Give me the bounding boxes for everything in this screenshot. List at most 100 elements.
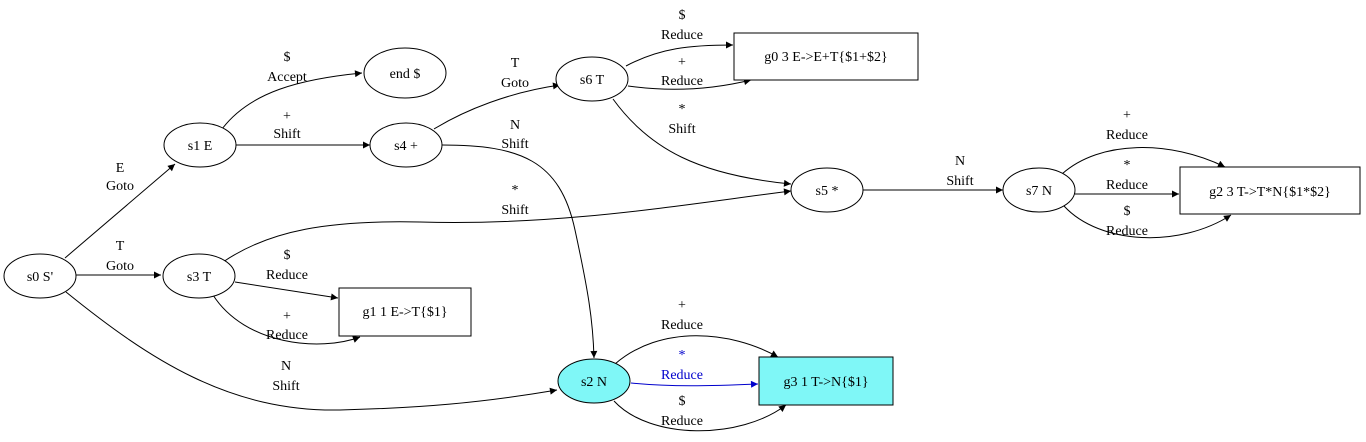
edge-action: Reduce xyxy=(661,368,703,383)
node-s6: s6 T xyxy=(555,56,629,102)
edge-action: Reduce xyxy=(661,318,703,333)
edge-s5-s7: N Shift xyxy=(863,154,1003,194)
edge-action: Shift xyxy=(501,137,528,152)
edge-s7-g2-plus: + Reduce xyxy=(1061,108,1226,175)
edge-label-s6-g0-dollar: $ Reduce xyxy=(661,8,703,43)
edge-symbol: * xyxy=(679,102,686,117)
edge-label-s1-s4: + Shift xyxy=(273,109,300,142)
edge-action: Goto xyxy=(106,259,134,274)
node-s1: s1 E xyxy=(163,122,237,168)
edge-action: Reduce xyxy=(661,28,703,43)
edge-action: Reduce xyxy=(266,328,308,343)
edge-label-s2-g3-star: * Reduce xyxy=(661,348,703,383)
edge-s3-g1-plus: + Reduce xyxy=(212,294,361,345)
edge-action: Reduce xyxy=(661,74,703,89)
edge-s1-end: $ Accept xyxy=(221,50,363,130)
node-label: end $ xyxy=(390,67,421,82)
edge-s6-s5: * Shift xyxy=(612,98,792,187)
node-label: s7 N xyxy=(1026,184,1052,199)
edge-s0-s2: N Shift xyxy=(65,291,558,411)
edge-label-s2-g3-plus: + Reduce xyxy=(661,298,703,333)
edge-label-s1-end: $ Accept xyxy=(267,50,307,85)
edge-s3-s5: * Shift xyxy=(222,183,792,263)
edge-symbol: $ xyxy=(284,248,291,263)
edge-symbol: + xyxy=(1123,108,1131,123)
node-g3: g3 1 T->N{$1} xyxy=(758,356,894,406)
node-s3: s3 T xyxy=(162,253,236,299)
edge-s6-g0-plus: + Reduce xyxy=(627,55,752,90)
edge-action: Shift xyxy=(946,174,973,189)
edge-action: Reduce xyxy=(266,268,308,283)
edge-symbol: * xyxy=(512,183,519,198)
edge-label-s6-g0-plus: + Reduce xyxy=(661,55,703,89)
edge-label-s3-g1-dollar: $ Reduce xyxy=(266,248,308,283)
edge-s3-g1-dollar: $ Reduce xyxy=(234,248,339,301)
edge-s4-s6: T Goto xyxy=(433,56,561,130)
node-s4: s4 + xyxy=(369,122,443,168)
node-end: end $ xyxy=(363,47,447,99)
edge-label-s7-g2-dollar: $ Reduce xyxy=(1106,204,1148,239)
edge-symbol: + xyxy=(678,55,686,70)
edge-symbol: * xyxy=(1124,158,1131,173)
edge-symbol: * xyxy=(679,348,686,363)
edge-s6-g0-dollar: $ Reduce xyxy=(625,8,734,67)
node-label: g2 3 T->T*N{$1*$2} xyxy=(1209,185,1331,200)
edge-symbol: + xyxy=(283,109,291,124)
edge-label-s6-s5: * Shift xyxy=(668,102,695,137)
edge-symbol: $ xyxy=(679,8,686,23)
edge-s4-s2: N Shift xyxy=(441,118,598,359)
edge-symbol: + xyxy=(678,298,686,313)
edge-symbol: $ xyxy=(679,394,686,409)
edge-s7-g2-star: * Reduce xyxy=(1075,158,1179,198)
edge-label-s7-g2-plus: + Reduce xyxy=(1106,108,1148,143)
edge-symbol: $ xyxy=(284,50,291,65)
edge-action: Shift xyxy=(668,122,695,137)
edge-symbol: T xyxy=(116,239,125,254)
node-g2: g2 3 T->T*N{$1*$2} xyxy=(1179,166,1361,215)
edge-s0-s3: T Goto xyxy=(76,239,161,279)
edge-label-s4-s2: N Shift xyxy=(501,118,528,152)
edge-label-s0-s3: T Goto xyxy=(106,239,134,274)
node-s0: s0 S' xyxy=(3,253,77,299)
edge-label-s0-s2: N Shift xyxy=(272,359,299,394)
edge-symbol: N xyxy=(281,359,291,374)
edge-action: Accept xyxy=(267,70,307,85)
node-g0: g0 3 E->E+T{$1+$2} xyxy=(733,32,919,81)
node-label: g3 1 T->N{$1} xyxy=(783,375,868,390)
edge-action: Goto xyxy=(106,179,134,194)
edge-label-s4-s6: T Goto xyxy=(501,56,529,91)
edge-action: Reduce xyxy=(1106,178,1148,193)
edge-action: Shift xyxy=(501,203,528,218)
edge-symbol: E xyxy=(116,161,125,176)
node-label: s0 S' xyxy=(27,270,53,285)
edge-symbol: T xyxy=(511,56,520,71)
edge-s7-g2-dollar: $ Reduce xyxy=(1063,204,1232,239)
edge-s1-s4: + Shift xyxy=(236,109,370,149)
node-g1: g1 1 E->T{$1} xyxy=(338,287,472,337)
edge-symbol: + xyxy=(283,309,291,324)
node-label: g1 1 E->T{$1} xyxy=(362,305,447,320)
edge-label-s5-s7: N Shift xyxy=(946,154,973,189)
node-s2: s2 N xyxy=(557,358,631,404)
edge-action: Shift xyxy=(272,379,299,394)
edge-symbol: N xyxy=(510,118,520,133)
node-s5: s5 * xyxy=(790,167,864,213)
node-label: s4 + xyxy=(394,139,418,154)
node-label: s2 N xyxy=(581,375,607,390)
edge-s2-g3-star: * Reduce xyxy=(630,348,759,388)
edge-action: Reduce xyxy=(661,414,703,429)
node-label: s6 T xyxy=(580,73,605,88)
edge-action: Reduce xyxy=(1106,128,1148,143)
edge-symbol: N xyxy=(955,154,965,169)
edge-label-s0-s1: E Goto xyxy=(106,161,134,194)
edge-action: Reduce xyxy=(1106,224,1148,239)
edge-label-s3-g1-plus: + Reduce xyxy=(266,309,308,343)
node-label: g0 3 E->E+T{$1+$2} xyxy=(764,50,887,65)
node-s7: s7 N xyxy=(1002,167,1076,213)
node-label: s1 E xyxy=(188,139,213,154)
edge-action: Goto xyxy=(501,76,529,91)
edge-symbol: $ xyxy=(1124,204,1131,219)
edge-s2-g3-dollar: $ Reduce xyxy=(613,394,787,432)
edge-s0-s1: E Goto xyxy=(64,161,176,259)
